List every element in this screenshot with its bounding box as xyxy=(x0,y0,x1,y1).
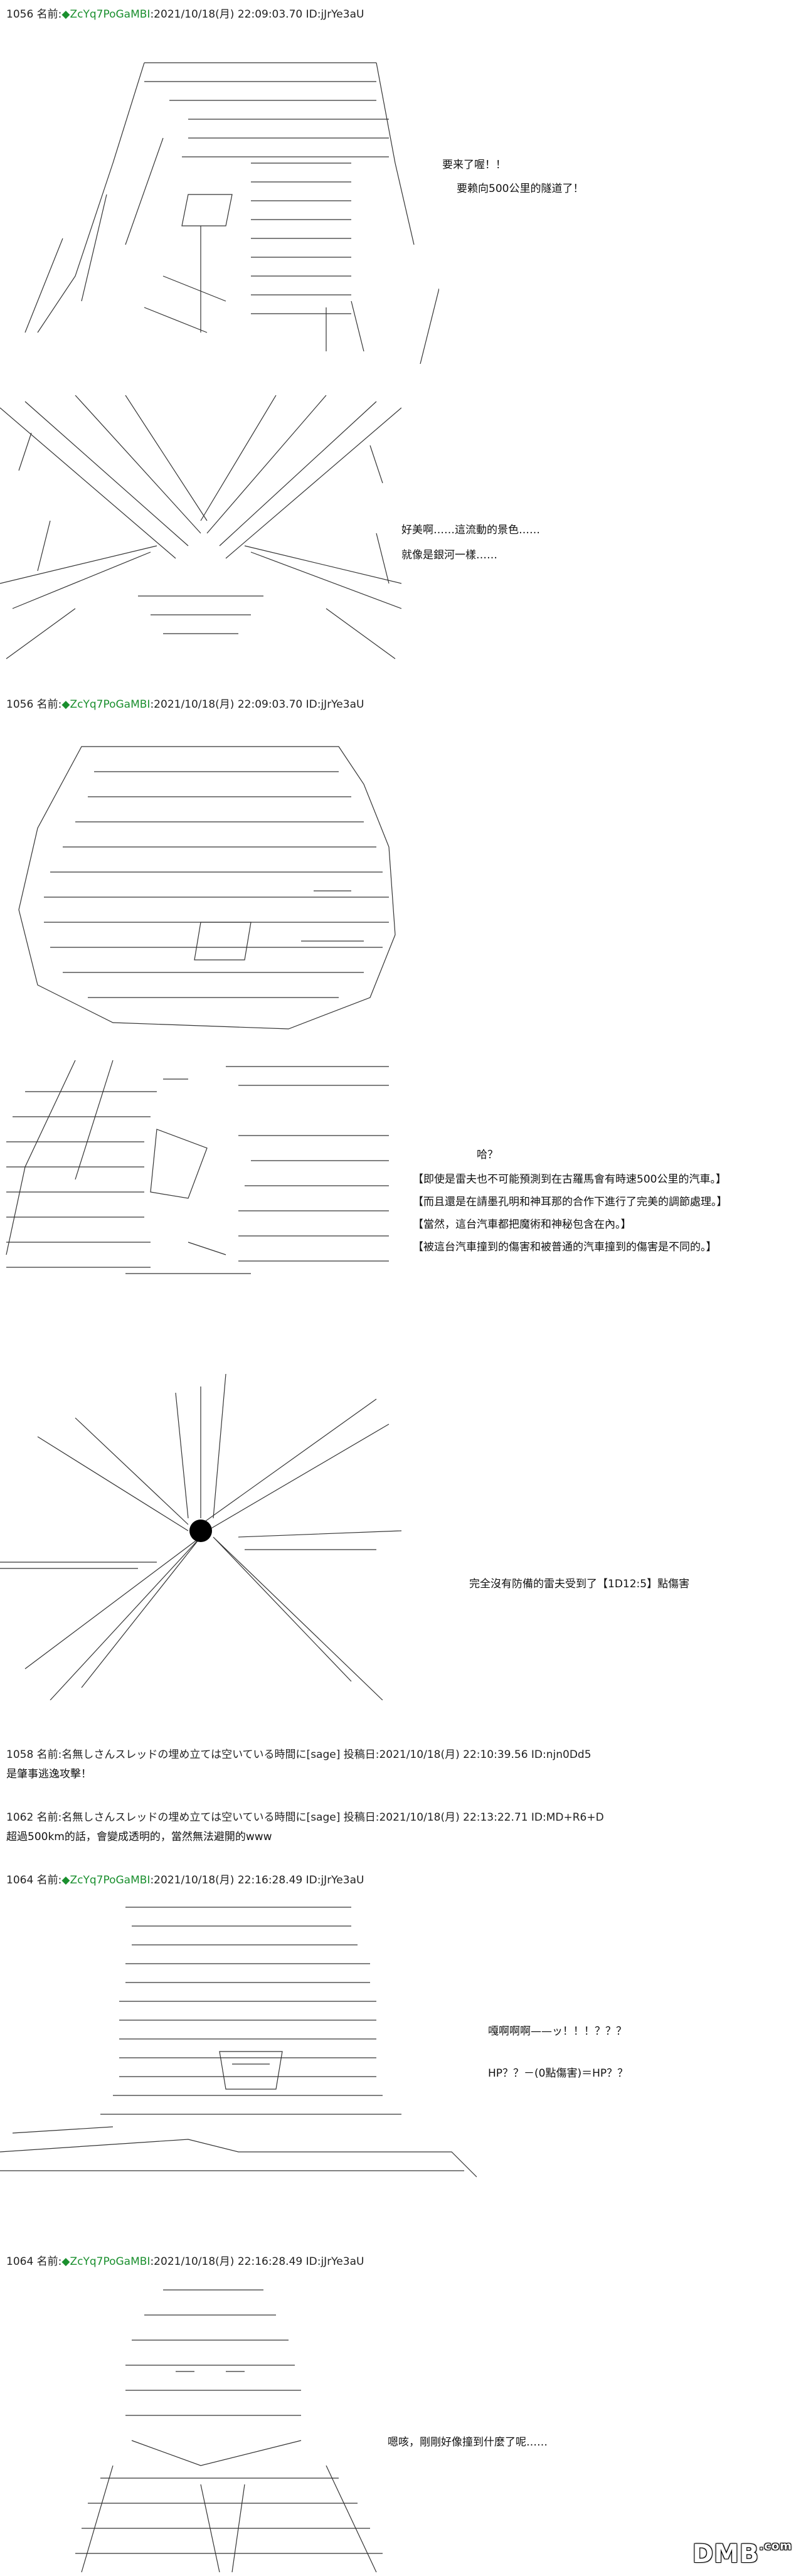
post-header: 1056 名前:◆ZcYq7PoGaMBI:2021/10/18(月) 22:0… xyxy=(6,698,364,711)
post-body: 是肇事逃逸攻擊！ xyxy=(6,1768,92,1780)
site-watermark-logo: DMB.com xyxy=(692,2540,792,2568)
ascii-art-impact-burst xyxy=(0,1374,401,1700)
caption: 哈？ xyxy=(477,1149,498,1161)
caption: 要赖向500公里的隧道了！ xyxy=(457,183,584,195)
caption: 好美啊……這流動的景色…… xyxy=(401,524,540,536)
post-header: 1056 名前:◆ZcYq7PoGaMBI:2021/10/18(月) 22:0… xyxy=(6,8,364,21)
ascii-art-car-front xyxy=(0,38,439,364)
tripcode-link[interactable]: ◆ZcYq7PoGaMBI xyxy=(61,2255,151,2268)
caption: 要来了喔！！ xyxy=(442,159,506,171)
ascii-art-character-standing xyxy=(75,2277,389,2572)
caption: 嘎啊啊啊——ッ！！！？？？ xyxy=(488,2025,627,2038)
caption: HP？？－(0點傷害)＝HP？？ xyxy=(488,2067,629,2080)
caption: 【即使是雷夫也不可能預測到在古羅馬會有時速500公里的汽車。】 xyxy=(413,1173,726,1186)
post-body: 超過500km的話，會變成透明的，當然無法避開的www xyxy=(6,1831,272,1843)
tripcode-link[interactable]: ◆ZcYq7PoGaMBI xyxy=(61,698,151,711)
tripcode-link[interactable]: ◆ZcYq7PoGaMBI xyxy=(61,1874,151,1887)
caption: 【當然，這台汽車都把魔術和神秘包含在內。】 xyxy=(413,1218,632,1231)
caption: 【而且還是在請墨孔明和神耳那的合作下進行了完美的調節處理。】 xyxy=(413,1196,728,1208)
ascii-art-tunnel-burst xyxy=(0,395,401,671)
caption: 就像是銀河一樣…… xyxy=(401,549,497,562)
post-header: 1064 名前:◆ZcYq7PoGaMBI:2021/10/18(月) 22:1… xyxy=(6,1874,364,1887)
ascii-art-character-hit xyxy=(0,1901,477,2190)
caption: 完全沒有防備的雷夫受到了【1D12:5】點傷害 xyxy=(469,1578,690,1590)
caption: 嗯咳，剛剛好像撞到什麼了呢…… xyxy=(388,2436,548,2449)
post-header: 1062 名前:名無しさんスレッドの埋め立ては空いている時間に[sage] 投稿… xyxy=(6,1811,604,1824)
ascii-art-character-shocked xyxy=(0,1054,401,1292)
caption: 【被這台汽車撞到的傷害和被普通的汽車撞到的傷害是不同的。】 xyxy=(413,1241,717,1253)
post-header: 1064 名前:◆ZcYq7PoGaMBI:2021/10/18(月) 22:1… xyxy=(6,2255,364,2268)
post-header: 1058 名前:名無しさんスレッドの埋め立ては空いている時間に[sage] 投稿… xyxy=(6,1748,591,1761)
ascii-art-car-blur xyxy=(13,734,401,1035)
tripcode-link[interactable]: ◆ZcYq7PoGaMBI xyxy=(61,8,151,21)
